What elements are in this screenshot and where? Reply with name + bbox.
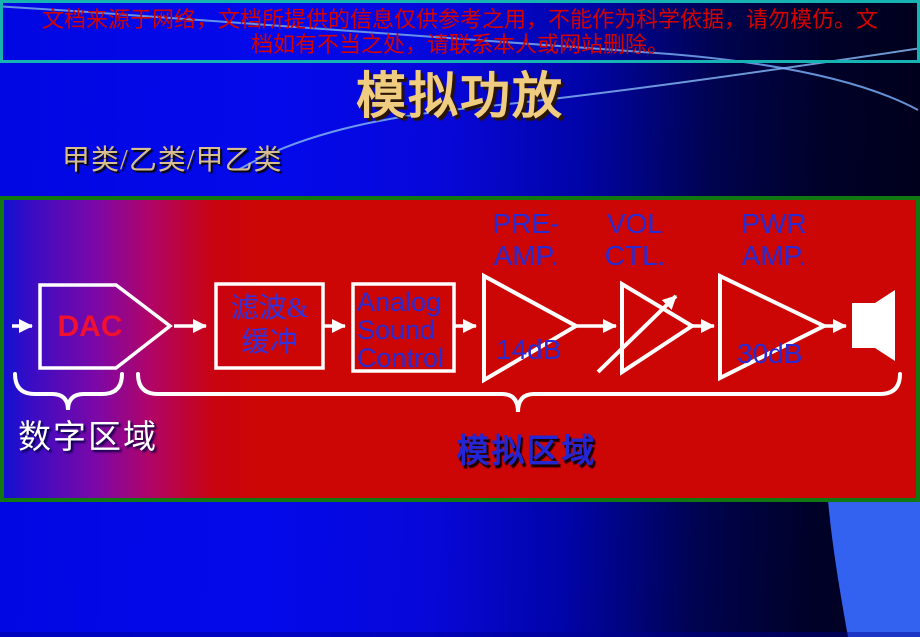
poweramp-label: PWR AMP.: [724, 208, 824, 272]
signal-chain-diagram-panel: DAC 滤波& 缓冲 Analog Sound Control PRE- AMP…: [0, 196, 920, 502]
preamp-label: PRE- AMP.: [471, 208, 581, 272]
volctl-line2: CTL.: [604, 240, 666, 271]
filter-buffer-line1: 滤波&: [230, 293, 309, 324]
pwramp-line1: PWR: [741, 208, 807, 239]
analog-region-brace: [136, 372, 902, 413]
poweramp-triangle: [718, 272, 829, 382]
pwramp-line2: AMP.: [741, 240, 807, 271]
speaker-icon: [852, 290, 895, 361]
preamp-triangle: [482, 272, 581, 384]
asc-line2: Sound: [357, 315, 436, 345]
preamp-line1: PRE-: [492, 208, 560, 239]
volume-control-triangle: [620, 280, 696, 376]
asc-line3: Control: [357, 343, 445, 373]
subtitle-amplifier-classes: 甲类/乙类/甲乙类: [62, 145, 283, 176]
analog-sound-control-label: Analog Sound Control: [357, 288, 454, 372]
poweramp-gain-value: 30dB: [737, 338, 803, 369]
swoosh-curve-top: [0, 5, 919, 111]
variable-gain-arrow: [596, 294, 678, 374]
dac-label: DAC: [57, 310, 123, 343]
swoosh-curve-title: [237, 47, 920, 171]
bottom-edge-strip: [0, 632, 920, 637]
disclaimer-banner: 文档来源于网络，文档所提供的信息仅供参考之用，不能作为科学依据，请勿模仿。文 档…: [0, 0, 920, 63]
preamp-line2: AMP.: [493, 240, 559, 271]
dac-block: [38, 283, 173, 370]
asc-line1: Analog: [357, 287, 442, 317]
digital-region-label: 数字区域: [18, 420, 158, 456]
preamp-gain-value: 14dB: [496, 334, 562, 365]
analog-region-label: 模拟区域: [456, 434, 597, 470]
disclaimer-line2: 档如有不当之处，请联系本人或网站删除。: [250, 32, 669, 57]
royal-band-shape: [828, 500, 920, 637]
disclaimer-line1: 文档来源于网络，文档所提供的信息仅供参考之用，不能作为科学依据，请勿模仿。文: [41, 7, 878, 32]
volctl-line1: VOL: [606, 208, 664, 239]
digital-region-brace: [13, 372, 124, 411]
page-title: 模拟功放: [356, 68, 564, 124]
filter-buffer-line2: 缓冲: [241, 327, 298, 358]
filter-buffer-label: 滤波& 缓冲: [216, 292, 323, 360]
volume-control-label: VOL CTL.: [585, 208, 685, 272]
signal-chain-shapes: [12, 272, 902, 413]
